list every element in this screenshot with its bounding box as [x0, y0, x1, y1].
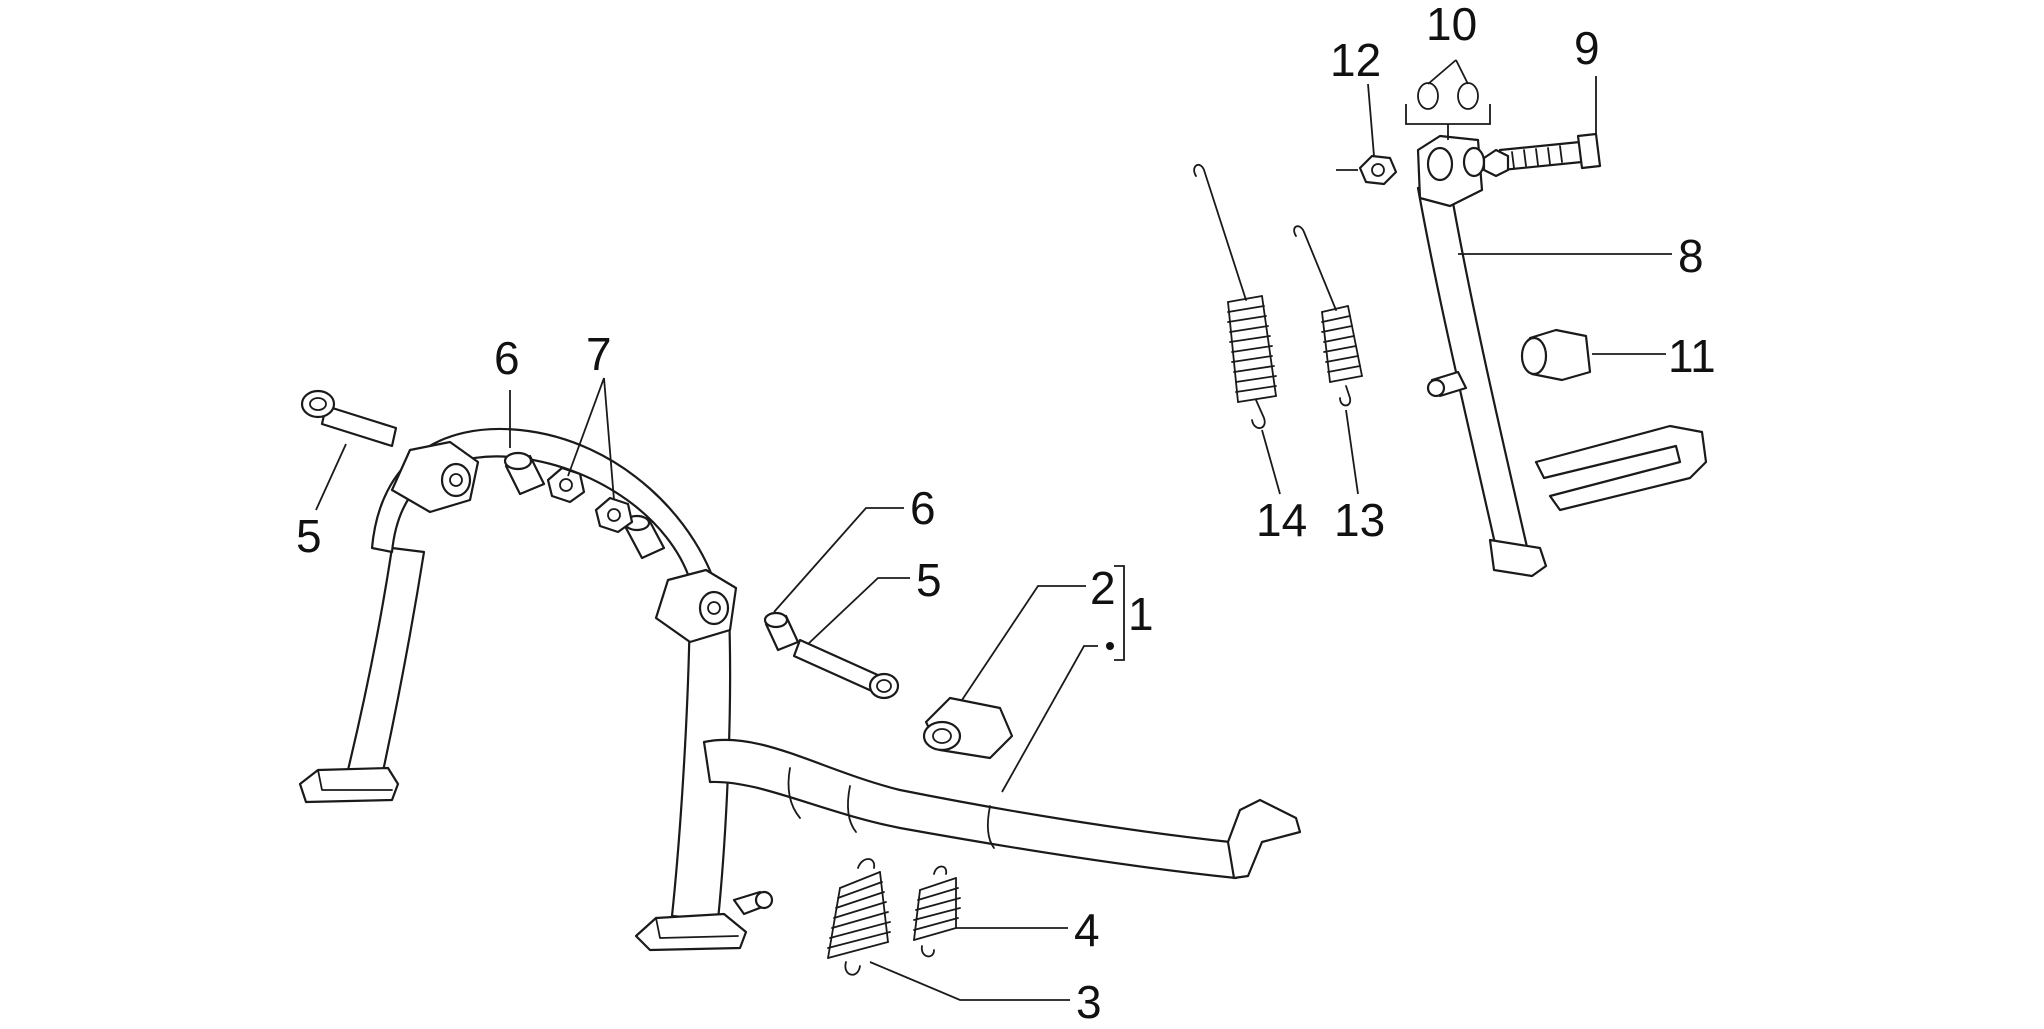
- spring-3: [827, 858, 891, 976]
- callout-5a: 5: [296, 510, 322, 562]
- bolt-left: [300, 389, 398, 448]
- callout-6a: 6: [494, 332, 520, 384]
- callout-6b: 6: [910, 482, 936, 534]
- callout-2: 2: [1090, 562, 1116, 614]
- bolt-right: [792, 638, 900, 700]
- nut-12: [1358, 154, 1398, 186]
- callouts: 1 2 3 4 5 5 6 6 7 8 9 10 11 12 13 14: [296, 0, 1716, 1028]
- bolt-9: [1482, 132, 1602, 178]
- washers-10: [1417, 82, 1479, 110]
- callout-7: 7: [586, 328, 612, 380]
- callout-3: 3: [1076, 976, 1102, 1028]
- central-stand: [298, 427, 1302, 952]
- leader-lines: [315, 59, 1672, 1001]
- callout-4: 4: [1074, 904, 1100, 956]
- callout-9: 9: [1574, 22, 1600, 74]
- callout-5b: 5: [916, 554, 942, 606]
- spring-14: [1193, 163, 1277, 429]
- nut-upper: [546, 466, 586, 504]
- bushing-right: [763, 611, 800, 652]
- callout-8: 8: [1678, 230, 1704, 282]
- nut-lower: [594, 496, 634, 534]
- spring-4: [913, 865, 961, 958]
- callout-1: 1: [1128, 588, 1154, 640]
- rubber-11: [1520, 328, 1592, 382]
- rubber-buffer: [922, 696, 1014, 760]
- callout-14: 14: [1256, 494, 1307, 546]
- callout-12: 12: [1330, 34, 1381, 86]
- callout-11: 11: [1668, 330, 1716, 382]
- bushing-left: [503, 451, 546, 496]
- spring-13: [1293, 225, 1363, 407]
- callout-13: 13: [1334, 494, 1385, 546]
- side-stand: [1416, 134, 1708, 578]
- callout-10: 10: [1426, 0, 1477, 50]
